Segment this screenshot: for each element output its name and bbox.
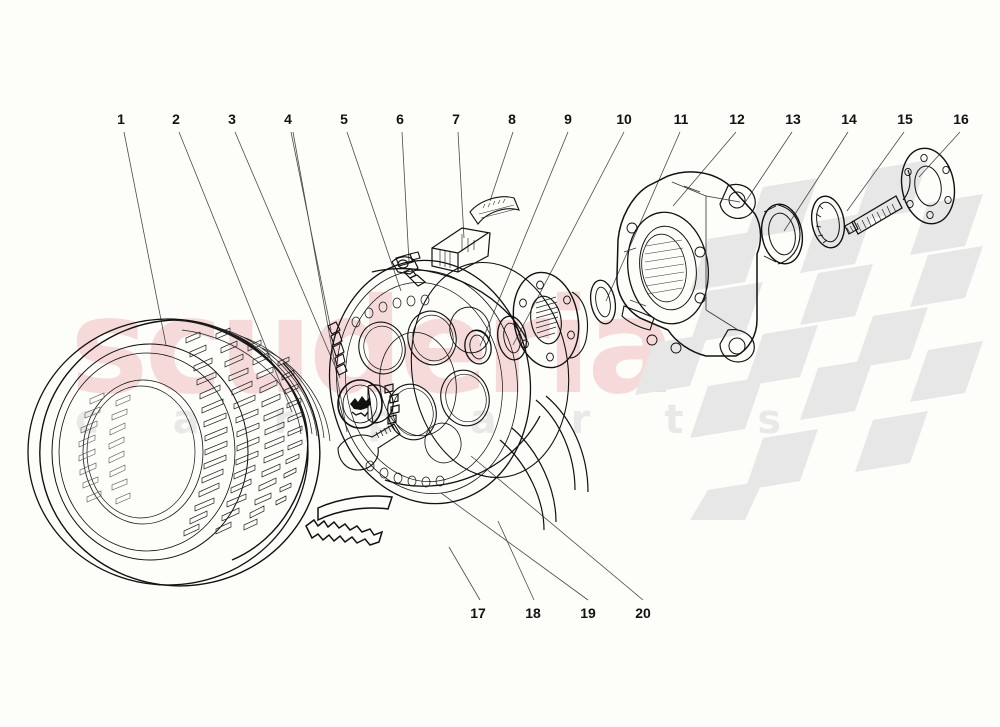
callout-18: 18 [525, 605, 541, 621]
drive-shaft-splined-stub [844, 195, 903, 235]
hub-flange [512, 271, 589, 369]
wheel-balance-weights [305, 495, 393, 546]
wheel-spoke-holes [358, 306, 491, 464]
callout-8: 8 [508, 111, 516, 127]
callout-16: 16 [953, 111, 969, 127]
callout-6: 6 [396, 111, 404, 127]
drive-shaft-flange [900, 147, 956, 225]
wheel-center-nut [367, 383, 400, 425]
callout-14: 14 [841, 111, 857, 127]
wheel-bolt-stud [337, 423, 401, 471]
callout-20: 20 [635, 605, 651, 621]
callout-7: 7 [452, 111, 460, 127]
callout-17: 17 [470, 605, 486, 621]
callout-5: 5 [340, 111, 348, 127]
identification-plate [469, 196, 520, 225]
callout-4: 4 [284, 111, 292, 127]
tire-tread-pattern [78, 319, 331, 537]
callout-1: 1 [117, 111, 125, 127]
wheel-bearing [760, 203, 804, 265]
wheel-stud-upper [327, 321, 348, 376]
snap-ring [810, 195, 846, 249]
retaining-clip-upper [395, 251, 421, 267]
callout-19: 19 [580, 605, 596, 621]
callout-9: 9 [564, 111, 572, 127]
wheel-rim [328, 259, 570, 505]
brake-rotor-arcs [499, 395, 589, 531]
callout-15: 15 [897, 111, 913, 127]
spacer-ring [497, 315, 527, 361]
callout-10: 10 [616, 111, 632, 127]
suspension-upright-knuckle [616, 171, 762, 363]
wheel-rim-bolt-holes [351, 294, 445, 488]
brake-sensor-block [431, 227, 491, 273]
callout-2: 2 [172, 111, 180, 127]
callout-11: 11 [673, 111, 689, 127]
tire-valve-stem [391, 256, 427, 287]
callout-13: 13 [785, 111, 801, 127]
oil-seal-small [464, 329, 492, 365]
callout-12: 12 [729, 111, 745, 127]
callout-3: 3 [228, 111, 236, 127]
checkered-flag-icon [635, 160, 983, 520]
wheel-center-cap-bull-logo [337, 379, 383, 429]
hub-washer [589, 279, 617, 325]
